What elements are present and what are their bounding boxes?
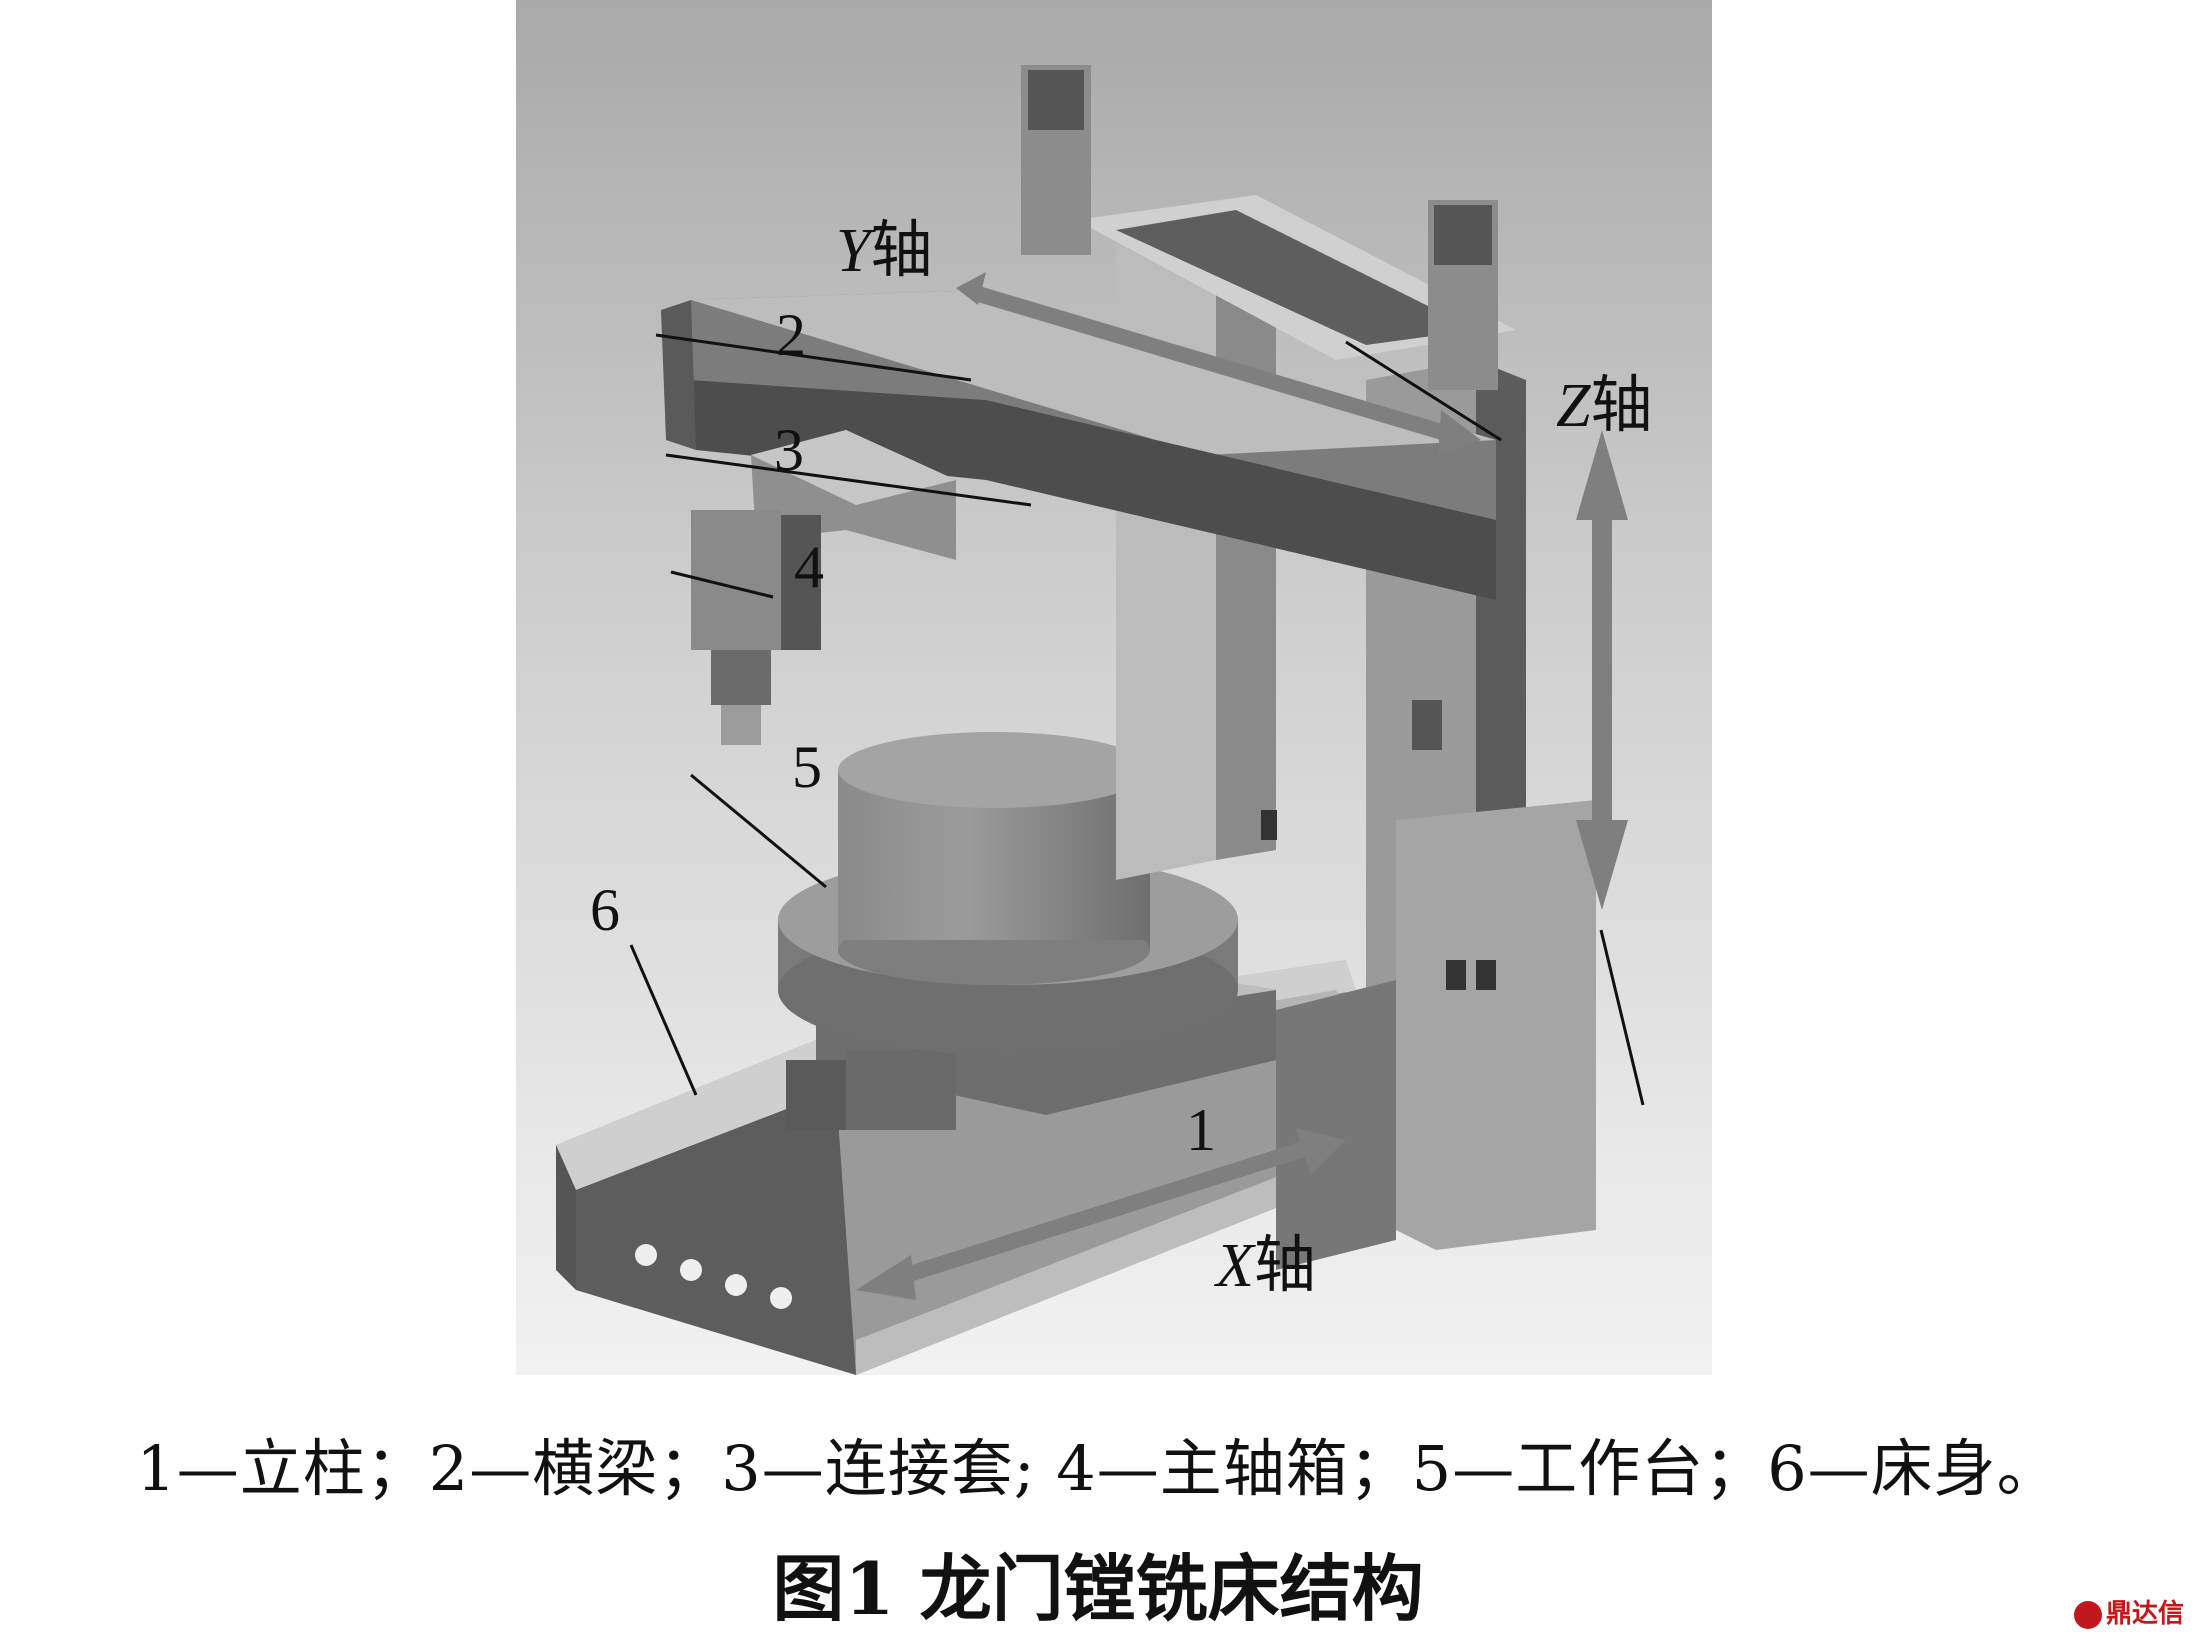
- leader-4: [670, 570, 774, 599]
- leader-2: [655, 333, 972, 382]
- watermark: 鼎达信: [2073, 1593, 2184, 1630]
- part-label-4: 4: [794, 534, 824, 600]
- leader-3: [665, 453, 1032, 507]
- leader-6: [629, 944, 698, 1096]
- top-frame: [1021, 65, 1516, 390]
- part-label-2: 2: [776, 302, 806, 368]
- y-axis-arrow: [956, 272, 1481, 455]
- figure-legend: 1—立柱；2—横梁；3—连接套; 4—主轴箱；5—工作台；6—床身。: [136, 1432, 2060, 1505]
- part-label-1: 1: [1186, 1097, 1216, 1163]
- leader-lines: [629, 333, 1645, 1106]
- leader-5: [690, 773, 827, 889]
- z-axis-arrow: [1576, 430, 1628, 910]
- part-label-5: 5: [792, 734, 822, 800]
- x-axis-label: X轴: [1216, 1232, 1316, 1300]
- workbench: [778, 732, 1238, 1055]
- leader-1: [1345, 340, 1502, 442]
- gantry-mill-drawing: [516, 0, 1712, 1375]
- figure-caption: 图1 龙门镗铣床结构: [772, 1546, 1424, 1631]
- y-axis-label: Y轴: [836, 217, 933, 285]
- x-axis-arrow: [856, 1128, 1346, 1300]
- watermark-logo-icon: [2073, 1600, 2102, 1629]
- part-label-3: 3: [774, 417, 804, 483]
- leader-1b: [1599, 929, 1645, 1106]
- crossbeam: [661, 290, 1496, 600]
- part-label-6: 6: [590, 877, 620, 943]
- z-axis-label: Z轴: [1556, 372, 1653, 440]
- machine-figure: 1 2 3 4 5 6 Y轴 Z轴 X轴: [516, 0, 1712, 1375]
